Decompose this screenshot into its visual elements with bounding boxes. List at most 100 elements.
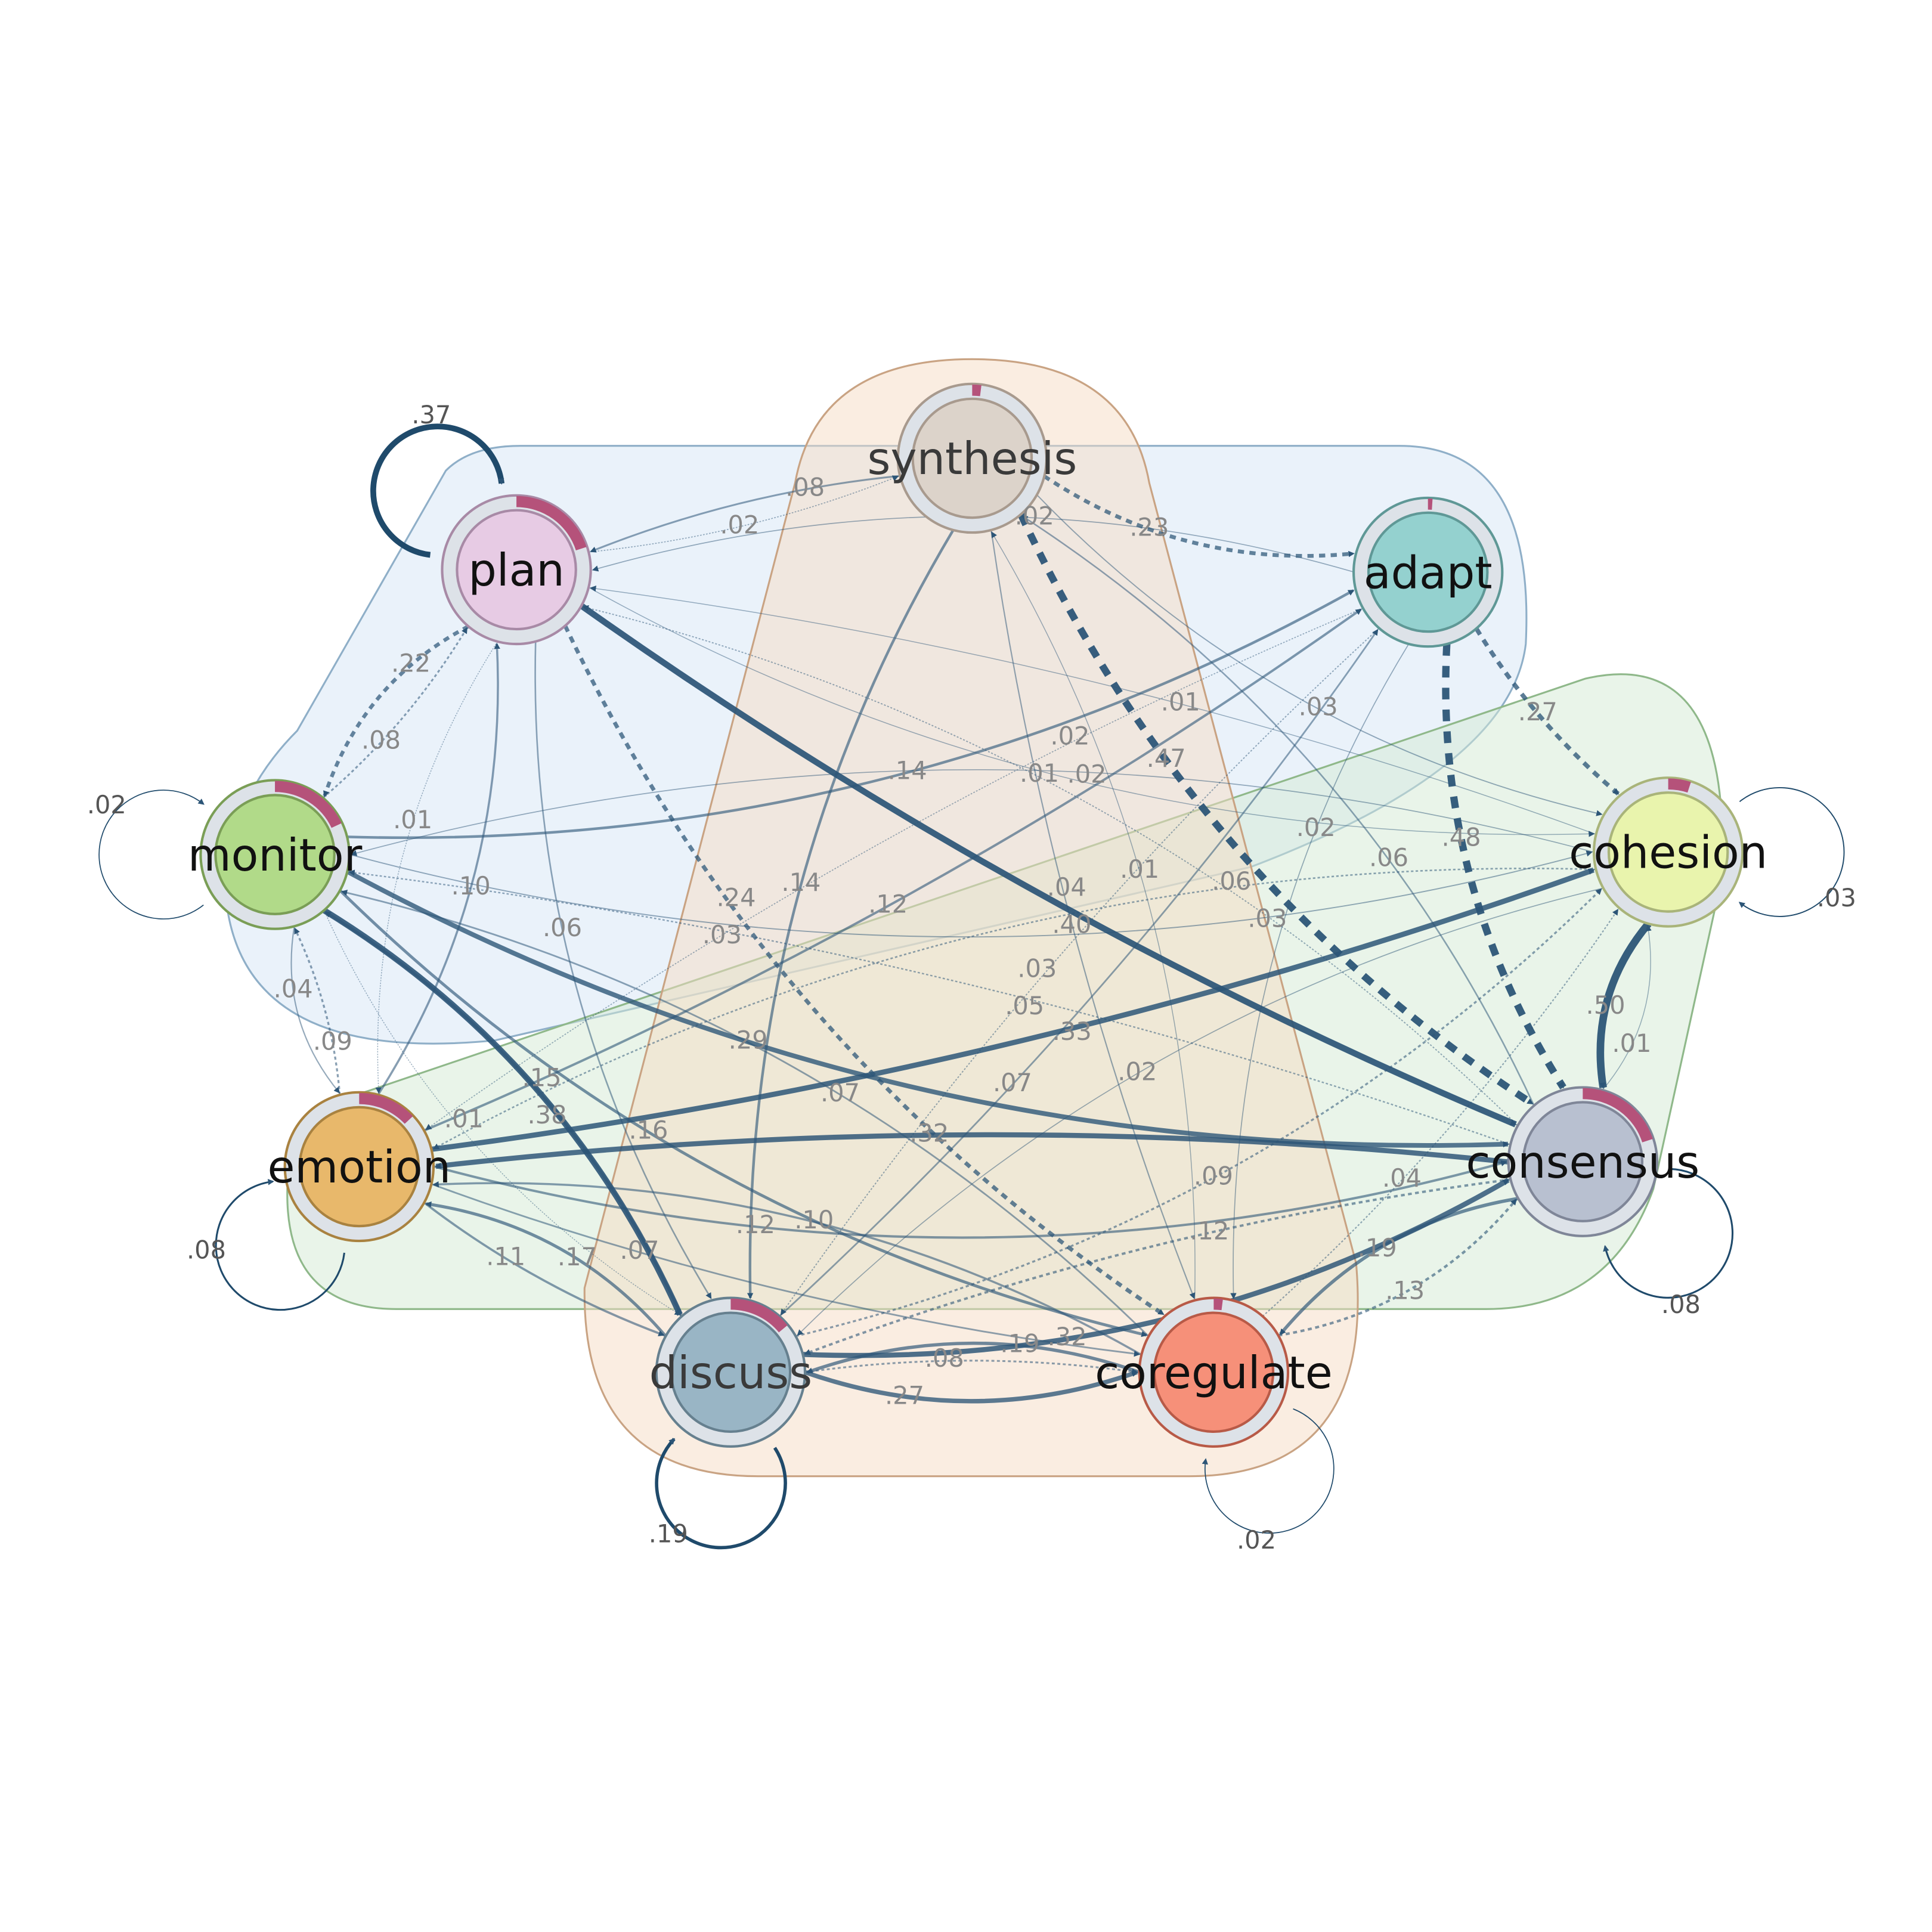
node-coregulate[interactable]: coregulate [1095,1296,1333,1448]
edge-monitor-to-plan [322,627,468,799]
edge-weight-label: .03 [702,920,742,949]
edge-weight-label: .14 [888,756,927,785]
edge-coregulate-to-monitor [340,890,1150,1337]
edge-weight-label: .22 [391,648,431,677]
edge-weight-label: .13 [1385,1275,1425,1305]
node-cohesion[interactable]: cohesion [1569,776,1767,928]
node-emotion[interactable]: emotion [267,1091,451,1243]
edge-emotion-to-cohesion [431,867,1595,1152]
node-discuss[interactable]: discuss [649,1296,813,1448]
edge-consensus-to-emotion [435,1132,1509,1169]
node-circle [911,397,1033,519]
edge-weight-label: .06 [1212,866,1251,896]
edge-emotion-to-consensus [433,1160,1507,1239]
edge-synthesis-to-discuss [747,529,955,1299]
node-label: synthesis [867,433,1077,485]
node-pie-arc [516,496,587,551]
edge-emotion-to-discuss [423,1202,665,1336]
edge-coregulate-to-discuss [806,1341,1140,1374]
node-synthesis[interactable]: synthesis [867,382,1077,534]
node-pie-arc [1583,1088,1653,1143]
edge-emotion-to-monitor [294,927,341,1095]
self-loop-label: .02 [1237,1525,1276,1555]
edge-plan-to-synthesis [589,475,899,553]
node-label: discuss [649,1347,813,1399]
node-label: monitor [188,829,363,881]
node-adapt[interactable]: adapt [1352,496,1504,648]
edge-weight-label: .27 [885,1380,924,1410]
node-circle [1153,1311,1275,1433]
edge-weight-label: .01 [393,805,432,834]
edge-weight-label: .09 [313,1027,352,1056]
edge-weight-label: .04 [1047,872,1086,902]
edge-weight-label: .24 [716,883,756,912]
edge-weight-label: .08 [785,473,825,502]
edge-weight-label: .06 [543,913,582,942]
node-monitor[interactable]: monitor [188,779,363,930]
edge-weight-label: .01 [1120,854,1159,884]
node-label: adapt [1364,547,1493,599]
edge-discuss-to-adapt [779,628,1379,1317]
node-label: emotion [267,1141,451,1193]
edge-monitor-to-consensus [346,869,1510,1148]
edge-weight-label: .40 [1052,910,1091,939]
edge-weight-label: .33 [1052,1017,1092,1046]
edge-cohesion-to-consensus [1596,921,1652,1089]
self-loop-plan [370,423,505,558]
edge-weight-label: .32 [909,1119,949,1148]
edge-weight-label: .16 [628,1116,668,1145]
self-loop-discuss [655,1438,787,1550]
node-pie-arc [274,781,342,828]
node-circle [1367,511,1489,633]
edge-coregulate-to-consensus [1278,1199,1518,1337]
edge-consensus-to-synthesis [1021,515,1535,1106]
node-pie-arc [730,1298,788,1333]
edge-weight-label: .01 [1161,688,1200,717]
self-loop-consensus [1603,1168,1734,1299]
edge-adapt-to-discuss [780,627,1380,1315]
edge-weight-label: .02 [1050,722,1089,751]
node-pie-arc [359,1092,413,1124]
edge-weight-label: .47 [1147,744,1186,773]
edge-weight-label: .48 [1442,823,1481,852]
edge-adapt-to-coregulate [1230,643,1410,1299]
edge-weight-label: .12 [736,1210,775,1239]
edge-emotion-to-coregulate [431,1183,1141,1357]
self-loop-monitor [98,789,205,919]
edge-synthesis-to-plan [590,475,900,553]
node-circle [298,1106,420,1228]
edge-weight-label: .02 [1015,501,1054,530]
self-loop-label: .19 [649,1519,688,1548]
edge-discuss-to-coregulate [804,1370,1138,1404]
edge-weight-label: .23 [1129,513,1169,542]
edge-weight-label: .11 [486,1242,525,1271]
edge-weight-label: .08 [361,726,401,755]
edge-weight-label: .12 [1190,1216,1229,1245]
edge-weight-label: .01 [1612,1029,1651,1058]
edge-weight-label: .09 [1194,1161,1233,1190]
node-consensus[interactable]: consensus [1466,1086,1699,1237]
node-pie-arc [1668,778,1691,793]
edge-monitor-to-emotion [290,926,340,1094]
self-loop-coregulate [1202,1408,1335,1534]
node-plan[interactable]: plan [441,494,592,646]
edge-weight-label: .05 [1005,991,1044,1020]
edge-weight-label: .15 [522,1063,562,1092]
edge-emotion-to-adapt [423,608,1362,1132]
edge-discuss-to-emotion [425,1201,667,1337]
edge-monitor-to-cohesion [349,850,1593,938]
node-circle [1522,1101,1644,1222]
edge-weight-label: .10 [794,1205,834,1234]
edge-weight-label: .17 [558,1242,597,1271]
edge-weight-label: .07 [993,1068,1032,1097]
node-circle [214,794,336,915]
self-loop-label: .08 [187,1235,226,1264]
edge-adapt-to-consensus [1442,643,1566,1089]
edge-weight-label: .32 [1048,1322,1087,1351]
edge-monitor-to-coregulate [339,889,1148,1337]
node-label: coregulate [1095,1347,1333,1399]
edge-coregulate-to-emotion [432,1181,1143,1356]
edge-consensus-to-plan [582,605,1519,1126]
edge-weight-label: .07 [821,1078,860,1107]
